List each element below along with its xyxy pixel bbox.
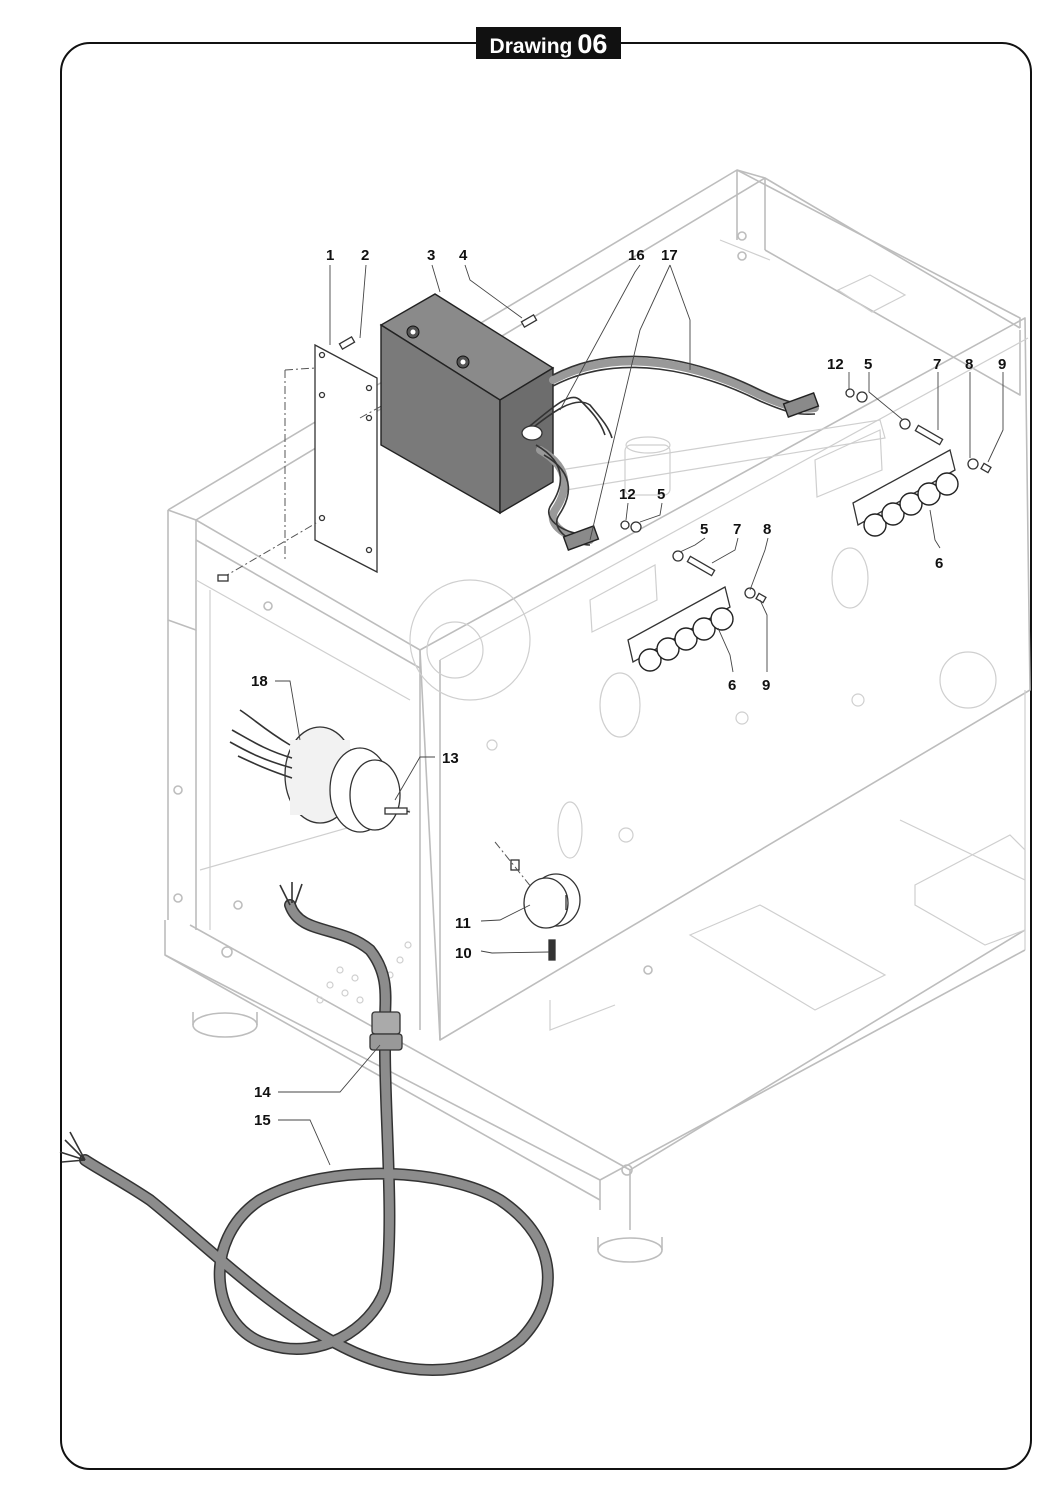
callout-8-lower: 8: [763, 521, 771, 538]
small-fastener-parts: [620, 388, 992, 604]
callout-1: 1: [326, 247, 334, 264]
callout-9-lower: 9: [762, 677, 770, 694]
callout-18: 18: [251, 673, 268, 690]
callout-5-mid: 5: [657, 486, 665, 503]
callout-16: 16: [628, 247, 645, 264]
callout-11: 11: [455, 915, 471, 932]
control-box-part: [379, 293, 555, 515]
power-cable-part: [59, 882, 554, 1376]
callout-4: 4: [459, 247, 468, 264]
callout-labels: 1 2 3 4 16 17 12 5 7 8 9 6 12 5 5 7 8 6 …: [251, 247, 1006, 1129]
button-panel-left-part: [627, 586, 734, 672]
ribbon-cable-parts: [521, 355, 820, 551]
callout-15: 15: [254, 1112, 271, 1129]
button-panel-right-part: [852, 449, 959, 537]
callout-6-lower: 6: [728, 677, 736, 694]
callout-7-lower: 7: [733, 521, 741, 538]
rotary-switch-part: [229, 709, 411, 833]
machine-frame: [164, 169, 1031, 1263]
callout-14: 14: [254, 1084, 271, 1101]
callout-12-upper: 12: [827, 356, 844, 373]
drawing-title-badge: Drawing 06: [476, 27, 621, 59]
callout-9-upper: 9: [998, 356, 1006, 373]
mounting-plate-part: [221, 343, 378, 579]
callout-7-upper: 7: [933, 356, 941, 373]
callout-3: 3: [427, 247, 435, 264]
callout-5-lower: 5: [700, 521, 708, 538]
callout-5-upper: 5: [864, 356, 872, 373]
drawing-title-number: 06: [577, 29, 608, 59]
callout-10: 10: [455, 945, 472, 962]
callout-17: 17: [661, 247, 678, 264]
leader-lines: [275, 264, 1004, 1166]
drawing-title-word: Drawing: [489, 35, 573, 58]
knob-part: [494, 841, 581, 961]
callout-6-upper: 6: [935, 555, 943, 572]
callout-8-upper: 8: [965, 356, 973, 373]
callout-2: 2: [361, 247, 369, 264]
callout-13: 13: [442, 750, 459, 767]
callout-12-mid: 12: [619, 486, 636, 503]
cable-gland-part: [369, 1011, 403, 1051]
